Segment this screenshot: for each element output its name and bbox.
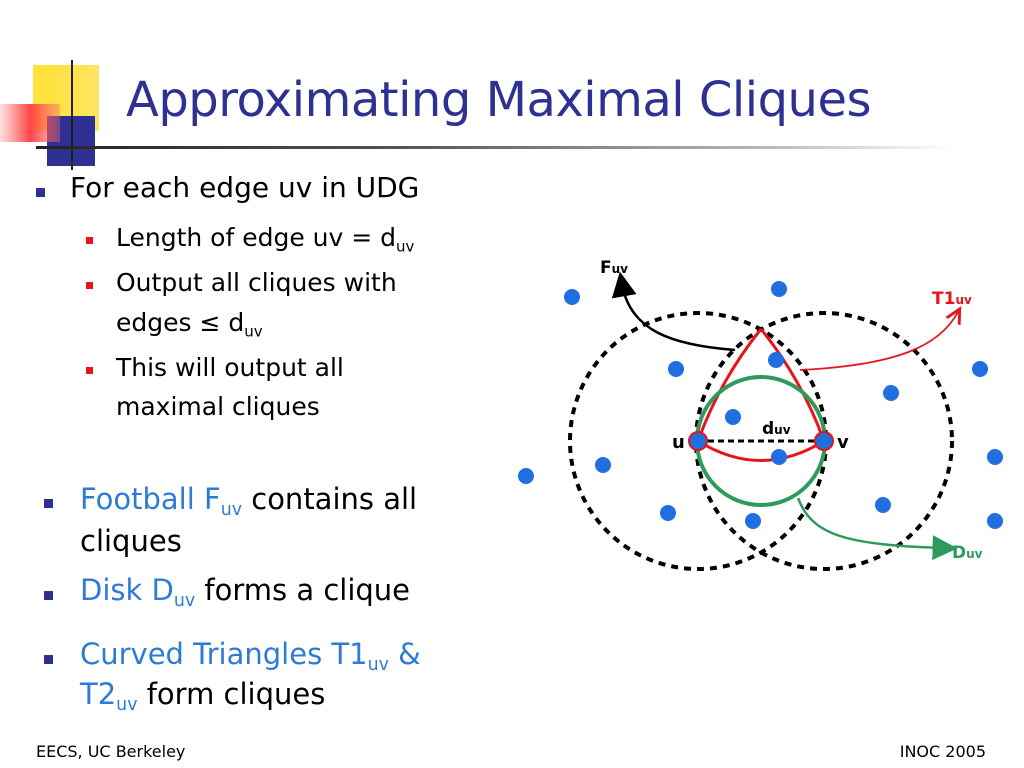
subscript: uv bbox=[367, 655, 389, 676]
node-u bbox=[688, 431, 708, 451]
node bbox=[660, 505, 676, 521]
sub-bullet-output-line2: edges ≤ duv bbox=[116, 303, 263, 343]
footer-left: EECS, UC Berkeley bbox=[36, 742, 186, 761]
node bbox=[771, 281, 787, 297]
node bbox=[771, 449, 787, 465]
football-rest: contains all bbox=[242, 482, 418, 516]
bullet-triangles-line2: T2uv form cliques bbox=[80, 674, 325, 714]
disk-around-v bbox=[694, 311, 954, 571]
triangle-term-2: T2 bbox=[80, 677, 117, 711]
arrow-to-duv bbox=[796, 497, 958, 561]
node bbox=[987, 513, 1003, 529]
arrow-to-t1uv bbox=[799, 312, 958, 371]
label-t1uv: T1uv bbox=[932, 289, 972, 309]
bullet-edge-loop: For each edge uv in UDG bbox=[70, 171, 420, 204]
subscript: uv bbox=[173, 591, 196, 612]
label-duv: Duv bbox=[952, 543, 983, 563]
football-outline bbox=[696, 328, 826, 462]
sub-bullet-maximal-line1: This will output all bbox=[116, 353, 344, 382]
node bbox=[875, 497, 891, 513]
sub-bullet-edge-length: Length of edge uv = duv bbox=[116, 218, 414, 258]
sub-bullet-marker bbox=[86, 282, 93, 289]
sub-bullet-output-line1: Output all cliques with bbox=[116, 268, 397, 297]
bullet-disk: Disk Duv forms a clique bbox=[80, 570, 410, 610]
bullet-football: Football Fuv contains all bbox=[80, 479, 417, 519]
sub-bullet-maximal-line2: maximal cliques bbox=[116, 392, 320, 421]
subscript: uv bbox=[220, 500, 243, 521]
node bbox=[595, 457, 611, 473]
label-v: v bbox=[837, 432, 849, 453]
subscript: uv bbox=[116, 695, 138, 716]
node-v bbox=[814, 431, 834, 451]
node bbox=[564, 289, 580, 305]
football-term: Football F bbox=[80, 482, 221, 516]
page-title: Approximating Maximal Cliques bbox=[126, 72, 872, 128]
arrow-to-fuv bbox=[611, 271, 736, 352]
bullet-marker bbox=[36, 188, 45, 197]
node bbox=[972, 361, 988, 377]
label-u: u bbox=[672, 432, 685, 453]
sub-bullet-marker bbox=[86, 237, 93, 244]
disk-rest: forms a clique bbox=[195, 573, 411, 607]
title-divider bbox=[36, 146, 956, 149]
bullet-marker bbox=[44, 655, 53, 664]
node bbox=[987, 449, 1003, 465]
bullet-marker bbox=[44, 499, 53, 508]
subscript: uv bbox=[244, 322, 263, 341]
label-fuv: Fuv bbox=[600, 258, 628, 278]
node bbox=[725, 409, 741, 425]
sub-bullet-output-text: edges ≤ d bbox=[116, 308, 245, 337]
label-d-uv: duv bbox=[762, 419, 791, 439]
node bbox=[745, 513, 761, 529]
sub-bullet-marker bbox=[86, 367, 93, 374]
triangle-rest: form cliques bbox=[137, 677, 326, 711]
udg-diagram: Fuv T1uv Duv duv u v bbox=[518, 258, 1003, 571]
bullet-triangles: Curved Triangles T1uv & bbox=[80, 634, 421, 674]
disk-term: Disk D bbox=[80, 573, 174, 607]
node bbox=[883, 385, 899, 401]
subscript: uv bbox=[396, 237, 415, 256]
sub-bullet-edge-length-text: Length of edge uv = d bbox=[116, 223, 397, 252]
node bbox=[668, 361, 684, 377]
footer-right: INOC 2005 bbox=[899, 742, 986, 761]
bullet-football-line2: cliques bbox=[80, 524, 182, 558]
triangle-term: Curved Triangles T1 bbox=[80, 637, 368, 671]
bullet-marker bbox=[44, 591, 53, 600]
node bbox=[518, 468, 534, 484]
ampersand: & bbox=[388, 637, 421, 671]
node bbox=[768, 352, 784, 368]
decorative-logo bbox=[0, 60, 130, 170]
